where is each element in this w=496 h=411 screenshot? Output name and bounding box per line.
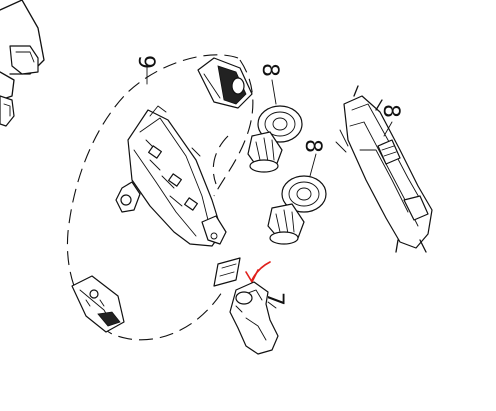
callout-8-rail-label: 8: [378, 104, 403, 118]
clip-part-bottom-left: [71, 275, 125, 333]
small-plate-part: [213, 257, 241, 287]
leader-line-8-bottom: [309, 153, 317, 177]
rail-frame-right: [335, 85, 433, 253]
red-arrow-icon: [245, 261, 271, 283]
leader-line-7: [267, 301, 277, 309]
callout-7-label: 7: [262, 292, 287, 306]
roller-top: [247, 105, 303, 173]
lever-part: [229, 281, 279, 355]
callout-8-top-label: 8: [257, 63, 282, 77]
assembly-group-outline: [66, 54, 254, 341]
roller-bottom: [267, 175, 327, 245]
main-housing-assembly: [115, 105, 227, 247]
leader-line-8-rail: [383, 121, 393, 137]
callout-8-bottom-label: 8: [300, 139, 325, 153]
partial-bracket-top-left: [0, 0, 45, 127]
latch-part-top: [197, 57, 253, 109]
callout-9-label: 9: [133, 55, 158, 69]
leader-line-8-top: [271, 79, 277, 105]
